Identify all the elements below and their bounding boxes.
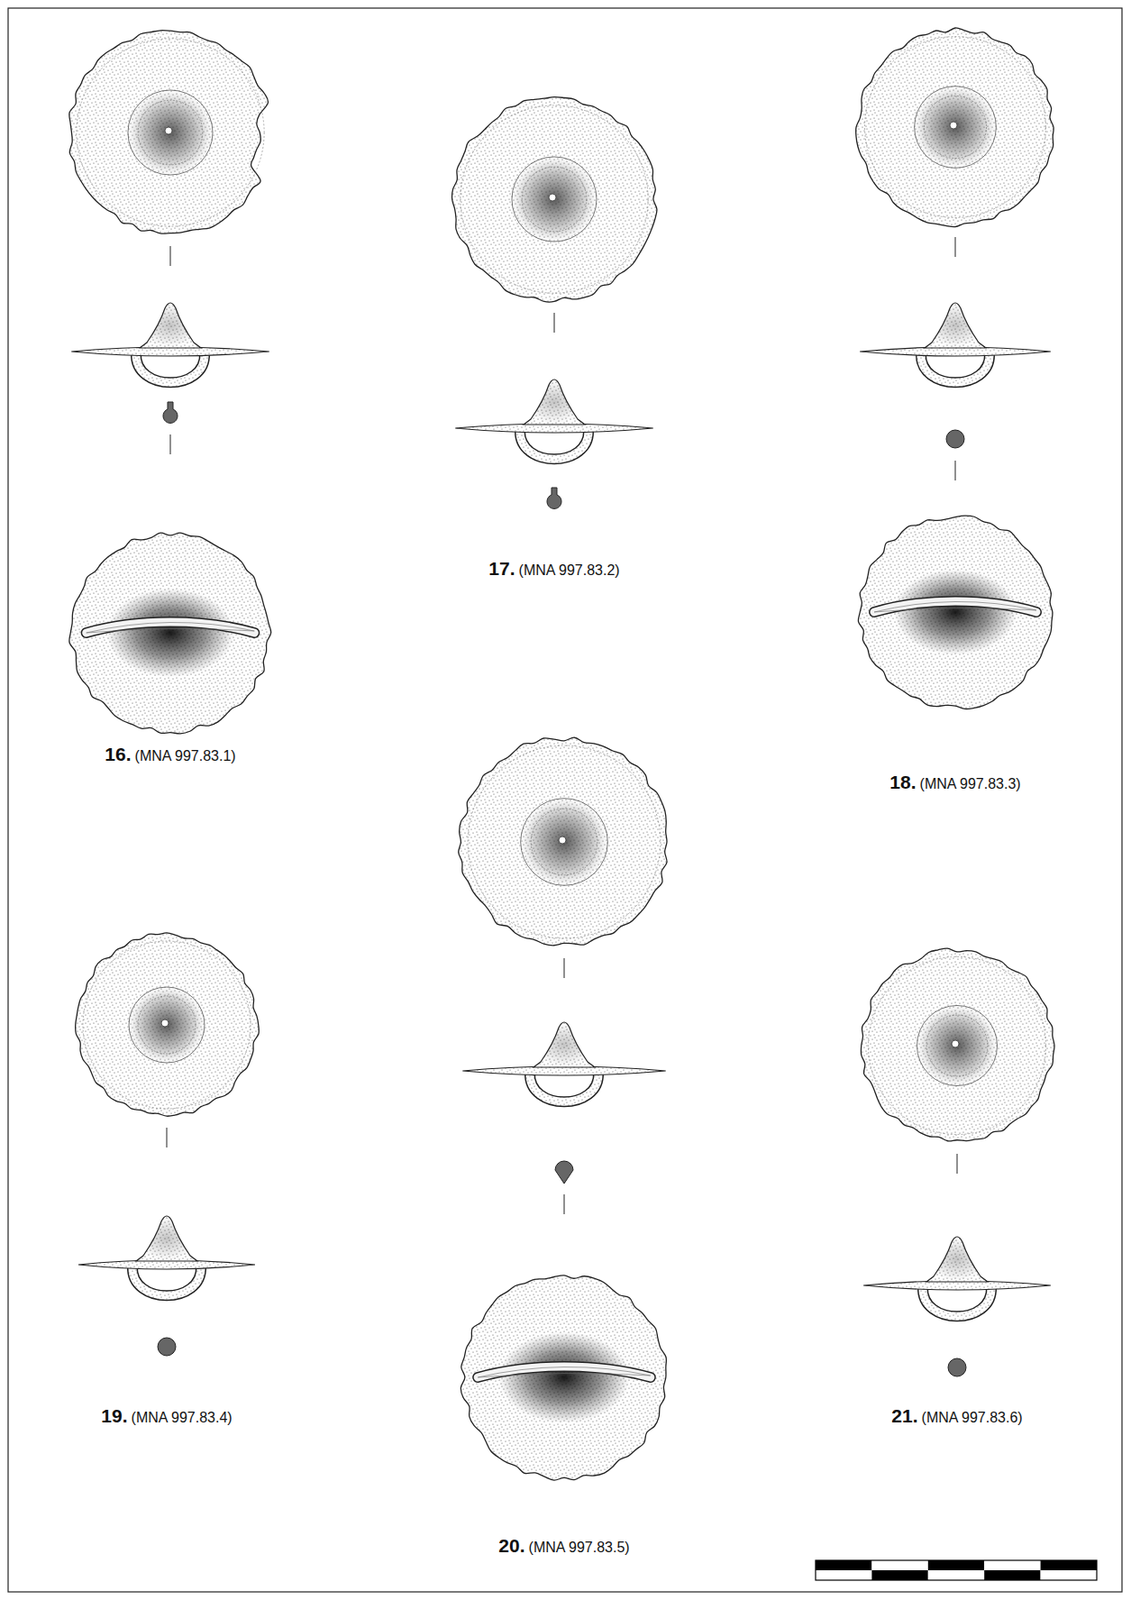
cross-section xyxy=(547,487,562,509)
catalogue-number: 20. xyxy=(498,1534,525,1557)
view-tick xyxy=(170,434,172,455)
view-tick xyxy=(166,1127,168,1148)
cross-section xyxy=(163,401,178,423)
view-tick xyxy=(955,460,957,481)
catalogue-caption: 20.(MNA 997.83.5) xyxy=(498,1534,630,1557)
cross-section xyxy=(948,1358,967,1377)
bottom-view xyxy=(857,515,1053,709)
inventory-number: (MNA 997.83.2) xyxy=(519,562,621,579)
inventory-number: (MNA 997.83.1) xyxy=(135,747,237,765)
view-tick xyxy=(564,957,566,978)
catalogue-caption: 21.(MNA 997.83.6) xyxy=(891,1404,1022,1427)
profile-view xyxy=(71,302,270,383)
inventory-number: (MNA 997.83.6) xyxy=(921,1409,1023,1426)
top-view xyxy=(458,737,667,946)
catalogue-caption: 19.(MNA 997.83.4) xyxy=(100,1404,232,1427)
view-tick xyxy=(957,1153,958,1174)
cross-section xyxy=(946,429,965,448)
cross-section xyxy=(157,1337,176,1356)
view-tick xyxy=(554,312,556,333)
plate-frame xyxy=(8,8,1122,1592)
inventory-number: (MNA 997.83.5) xyxy=(529,1539,630,1556)
top-view xyxy=(856,27,1054,228)
view-tick xyxy=(564,1194,566,1214)
profile-view xyxy=(462,1021,666,1102)
catalogue-number: 19. xyxy=(100,1404,128,1427)
catalogue-number: 16. xyxy=(104,743,131,766)
catalogue-caption: 17.(MNA 997.83.2) xyxy=(488,557,620,580)
catalogue-number: 18. xyxy=(889,771,916,794)
profile-view xyxy=(455,379,654,459)
view-tick xyxy=(170,246,172,266)
top-view xyxy=(452,97,657,302)
inventory-number: (MNA 997.83.4) xyxy=(131,1409,233,1426)
scale-bar xyxy=(815,1559,1097,1580)
view-tick xyxy=(955,237,957,257)
inventory-number: (MNA 997.83.3) xyxy=(920,775,1022,793)
profile-view xyxy=(863,1236,1051,1316)
bottom-view xyxy=(69,532,272,734)
top-view xyxy=(860,948,1055,1141)
top-view xyxy=(75,932,260,1116)
cross-section xyxy=(555,1160,574,1184)
catalogue-number: 21. xyxy=(891,1404,918,1427)
top-view xyxy=(69,30,269,234)
catalogue-number: 17. xyxy=(488,557,515,580)
profile-view xyxy=(859,302,1051,383)
profile-view xyxy=(78,1215,256,1296)
catalogue-caption: 16.(MNA 997.83.1) xyxy=(104,743,236,766)
bottom-view xyxy=(460,1275,666,1480)
catalogue-caption: 18.(MNA 997.83.3) xyxy=(889,771,1021,794)
